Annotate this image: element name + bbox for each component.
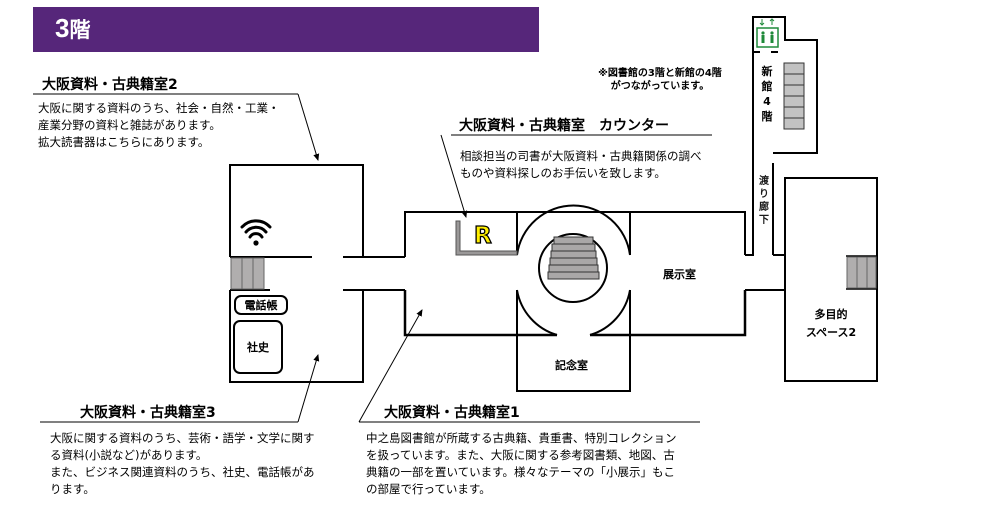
stairs-icon <box>547 236 600 280</box>
multipurpose-space-wall <box>784 177 878 382</box>
new-building-wall <box>752 16 818 210</box>
room2-title: 大阪資料・古典籍室2 <box>42 77 178 93</box>
wifi-icon <box>240 219 272 246</box>
room1-description: 中之島図書館が所蔵する古典籍、貴重書、特別コレクション を扱っています。また、大… <box>366 431 677 496</box>
exhibition-room-label: 展示室 <box>663 268 696 281</box>
new-building-label: 新 館 4 階 <box>761 65 773 123</box>
elevator-icon <box>756 18 779 48</box>
phonebook-label: 電話帳 <box>234 295 288 315</box>
floor-banner: 3階 <box>33 7 539 52</box>
stairs-icon <box>230 257 265 290</box>
corridor-label: 渡 り 廊 下 <box>759 176 769 226</box>
room1-title: 大阪資料・古典籍室1 <box>384 405 520 421</box>
memorial-room-label: 記念室 <box>555 359 588 372</box>
reference-counter-icon <box>455 220 518 256</box>
room3-wall <box>229 289 364 383</box>
connection-note: ※図書館の3階と新館の4階 がつながっています。 <box>598 68 722 92</box>
floor-title: 3階 <box>55 13 91 43</box>
stairs-icon <box>783 62 805 130</box>
room2-description: 大阪に関する資料のうち、社会・自然・工業・ 産業分野の資料と雑誌があります。 拡… <box>38 101 280 149</box>
room3-title: 大阪資料・古典籍室3 <box>80 405 216 421</box>
stairs-icon <box>846 256 877 289</box>
company-history-label: 社史 <box>233 320 283 374</box>
room1-wall <box>404 211 746 257</box>
room2-wall <box>229 164 364 258</box>
counter-description: 相談担当の司書が大阪資料・古典籍関係の調べ ものや資料探しのお手伝いを致します。 <box>460 149 702 180</box>
multipurpose-space-label: 多目的 スペース2 <box>805 308 857 339</box>
room3-description: 大阪に関する資料のうち、芸術・語学・文学に関す る資料(小説など)があります。 … <box>50 431 315 496</box>
reference-mark: R <box>473 222 492 249</box>
counter-title: 大阪資料・古典籍室 カウンター <box>459 118 669 134</box>
